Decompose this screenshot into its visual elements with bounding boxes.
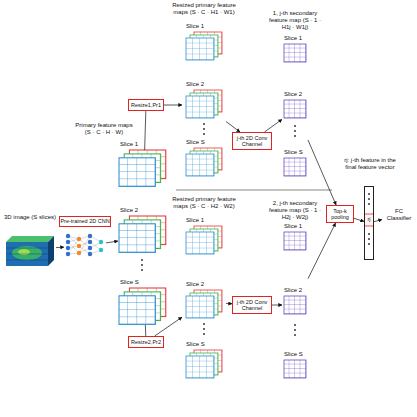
arrow-connector [308,223,336,279]
feature-map-group: Resized primary feature maps (S · C · H2… [182,226,226,378]
feature-stack [119,288,166,324]
pooling-box: Top-k pooling [326,205,354,223]
arrow-connector [226,122,240,133]
secondary-map [284,100,306,118]
feature-stack [186,90,222,118]
slice-label: Slice 1 [284,35,302,42]
ellipsis [141,259,143,271]
branch-divider [176,190,332,191]
feature-stack [119,150,166,186]
slice-label: Slice 1 [186,23,204,30]
volume-front [6,242,48,266]
arrow-connector [145,325,146,336]
volume-side [48,236,54,266]
feature-map-group: Resized primary feature maps (S · C · H1… [182,32,226,178]
node-heading: rj: j-th feature in the final feature ve… [343,157,397,171]
secondary-map-group: 1, j-th secondary feature map (S · 1 · H… [282,44,308,176]
slice-label: Slice 1 [284,223,302,230]
feature-stack [186,148,222,176]
node-heading: Resized primary feature maps (S · C · H1… [164,2,244,16]
arrow-connector [226,303,232,304]
feature-stack [186,226,222,254]
arrow-connector [374,220,382,222]
slice-label: Slice 2 [284,287,302,294]
feature-stack [186,32,222,60]
node-heading: Resized primary feature maps (S · C · H2… [164,196,244,210]
vector-element-label: rj [364,216,374,223]
slice-label: Slice 2 [186,281,204,288]
arrow-connector [164,105,182,106]
classifier-node: FC Classifier [382,207,416,223]
resize-box: Resize2,Pr2 [128,336,164,348]
ellipsis [203,323,205,335]
ellipsis [368,233,370,245]
feature-stack [186,350,222,378]
secondary-map [284,44,306,62]
node-heading: 3D image (S slices) [2,214,58,221]
secondary-map [284,296,306,314]
slice-label: Slice 2 [284,91,302,98]
cnn-block: Pre-trained 2D CNN [64,232,106,260]
arrow-connector [56,247,64,248]
box-text: Top-k pooling [327,208,353,220]
node-heading: Pre-trained 2D CNN [59,216,111,227]
box-text: j-th 2D Conv Channel [233,135,271,147]
input-volume: 3D image (S slices) [4,232,56,266]
slice-label: Slice S [284,149,303,156]
slice-label: Slice S [284,351,303,358]
slice-label: Slice S [120,279,139,286]
highlight-cell [364,214,373,226]
arrow-connector [354,218,364,221]
conv-box: j-th 2D Conv Channel [232,296,272,314]
box-text: Resize1,Pr1 [131,102,161,108]
slice-label: Slice 1 [120,141,138,148]
ellipsis [368,193,370,205]
network-layer [66,234,70,256]
network-layer [77,237,81,255]
slice-label: Slice 2 [186,81,204,88]
network-layer [99,240,103,252]
node-heading: 1, j-th secondary feature map (S · 1 · H… [264,10,326,31]
node-heading: Primary feature maps (S · C · H · W) [74,122,134,136]
box-text: Resize2,Pr2 [131,339,161,345]
slice-lines [6,248,48,260]
slice-label: Slice 2 [120,207,138,214]
network-layer [88,234,92,256]
arrow-connector [272,305,282,306]
ellipsis [203,123,205,135]
ellipsis [294,125,296,137]
feature-map-group: Primary feature maps (S · C · H · W) [118,150,166,325]
feature-stack [186,290,222,318]
node-heading: 2, j-th secondary feature map (S · 1 · H… [264,200,326,221]
arrow-connector [106,241,118,243]
slice-label: Slice 1 [186,217,204,224]
ellipsis [294,324,296,336]
box-text: FC Classifier [382,208,416,222]
arrow-connector [308,140,336,205]
arrow-connector [145,111,146,150]
secondary-map [284,232,306,250]
arrow-connector [264,119,282,132]
volume-top [6,236,54,242]
box-text: j-th 2D Conv Channel [233,299,271,311]
slice-label: Slice S [186,341,205,348]
secondary-map [284,158,306,176]
feature-vector: rj: j-th feature in the final feature ve… [364,186,374,260]
arrow-connector [155,317,182,336]
feature-stack [119,216,166,252]
conv-box: j-th 2D Conv Channel [232,132,272,150]
slice-label: Slice S [186,139,205,146]
network-links [68,236,101,254]
secondary-map [284,360,306,378]
resize-box: Resize1,Pr1 [128,99,164,111]
